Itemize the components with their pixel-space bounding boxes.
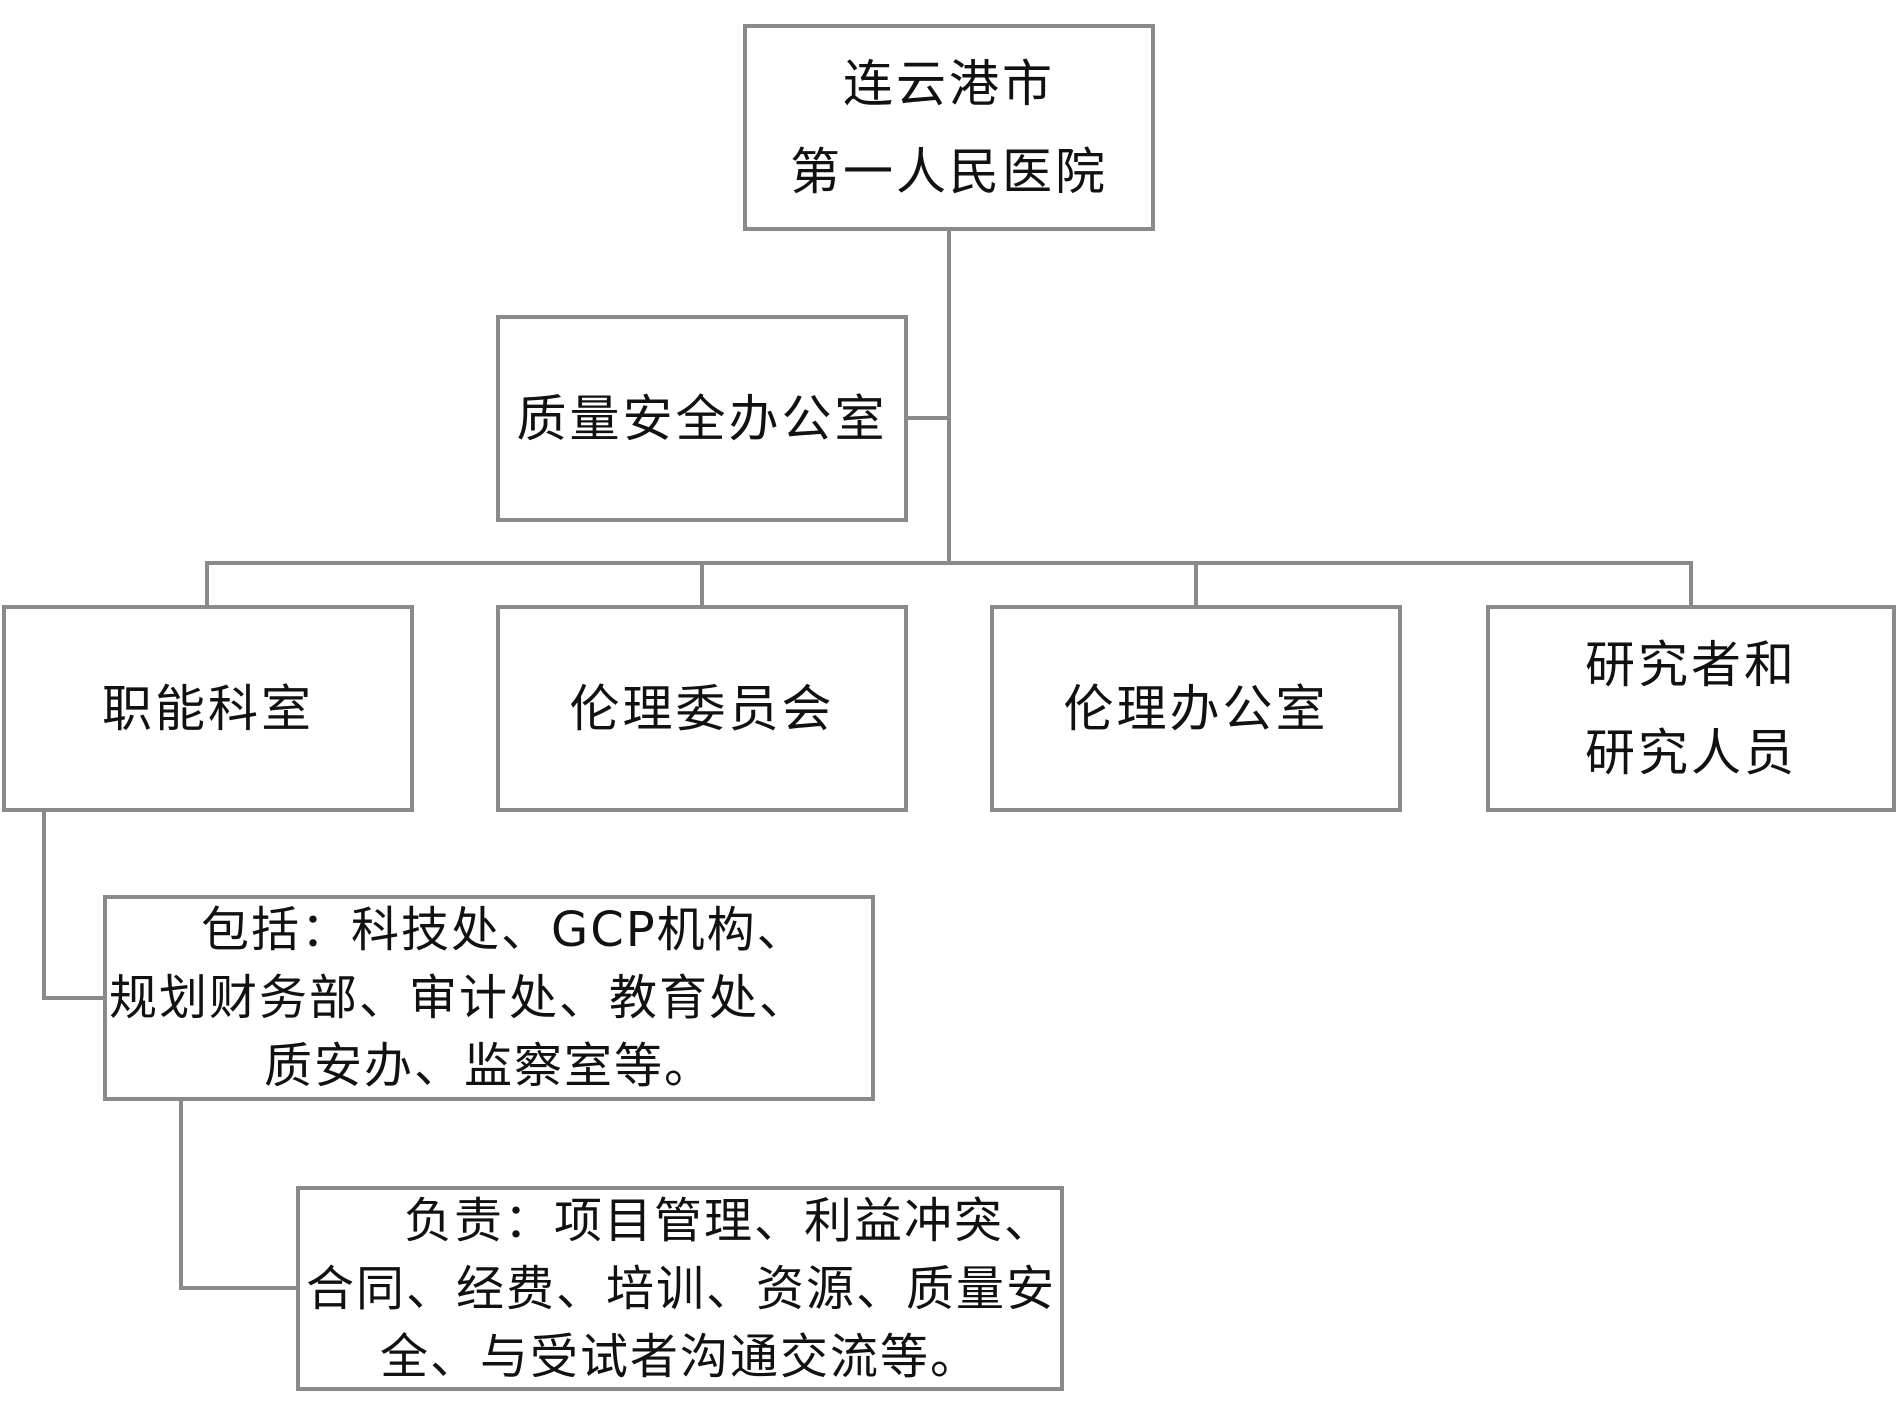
hospital-node: 连云港市 第一人民医院 [743, 24, 1155, 231]
quality-office-node: 质量安全办公室 [496, 315, 908, 522]
researchers-node: 研究者和 研究人员 [1486, 605, 1896, 812]
hospital-name-line2: 第一人民医院 [790, 142, 1108, 201]
quality-office-label: 质量安全办公室 [516, 389, 888, 448]
researchers-label-line2: 研究人员 [1585, 723, 1797, 782]
includes-line2: 规划财务部、审计处、教育处、 [109, 970, 810, 1026]
functional-includes-note: 包括：科技处、GCP机构、 规划财务部、审计处、教育处、 质安办、监察室等。 [103, 895, 875, 1101]
ethics-office-node: 伦理办公室 [990, 605, 1402, 812]
includes-to-duties [179, 1099, 298, 1290]
ethics-committee-node: 伦理委员会 [496, 605, 908, 812]
researchers-label-line1: 研究者和 [1585, 635, 1797, 694]
functional-to-includes [42, 810, 105, 1000]
ethics-committee-label: 伦理委员会 [569, 679, 835, 738]
duties-note: 负责：项目管理、利益冲突、 合同、经费、培训、资源、质量安 全、与受试者沟通交流… [296, 1186, 1064, 1391]
includes-line1: 包括：科技处、GCP机构、 [201, 902, 807, 958]
functional-departments-label: 职能科室 [102, 679, 314, 738]
includes-line3: 质安办、监察室等。 [263, 1038, 714, 1094]
functional-departments-node: 职能科室 [2, 605, 414, 812]
duties-line3: 全、与受试者沟通交流等。 [379, 1328, 980, 1385]
ethics-office-label: 伦理办公室 [1063, 679, 1329, 738]
hospital-name-line1: 连云港市 [843, 54, 1055, 113]
duties-line2: 合同、经费、培训、资源、质量安 [306, 1260, 1057, 1317]
duties-line1: 负责：项目管理、利益冲突、 [404, 1192, 1055, 1249]
